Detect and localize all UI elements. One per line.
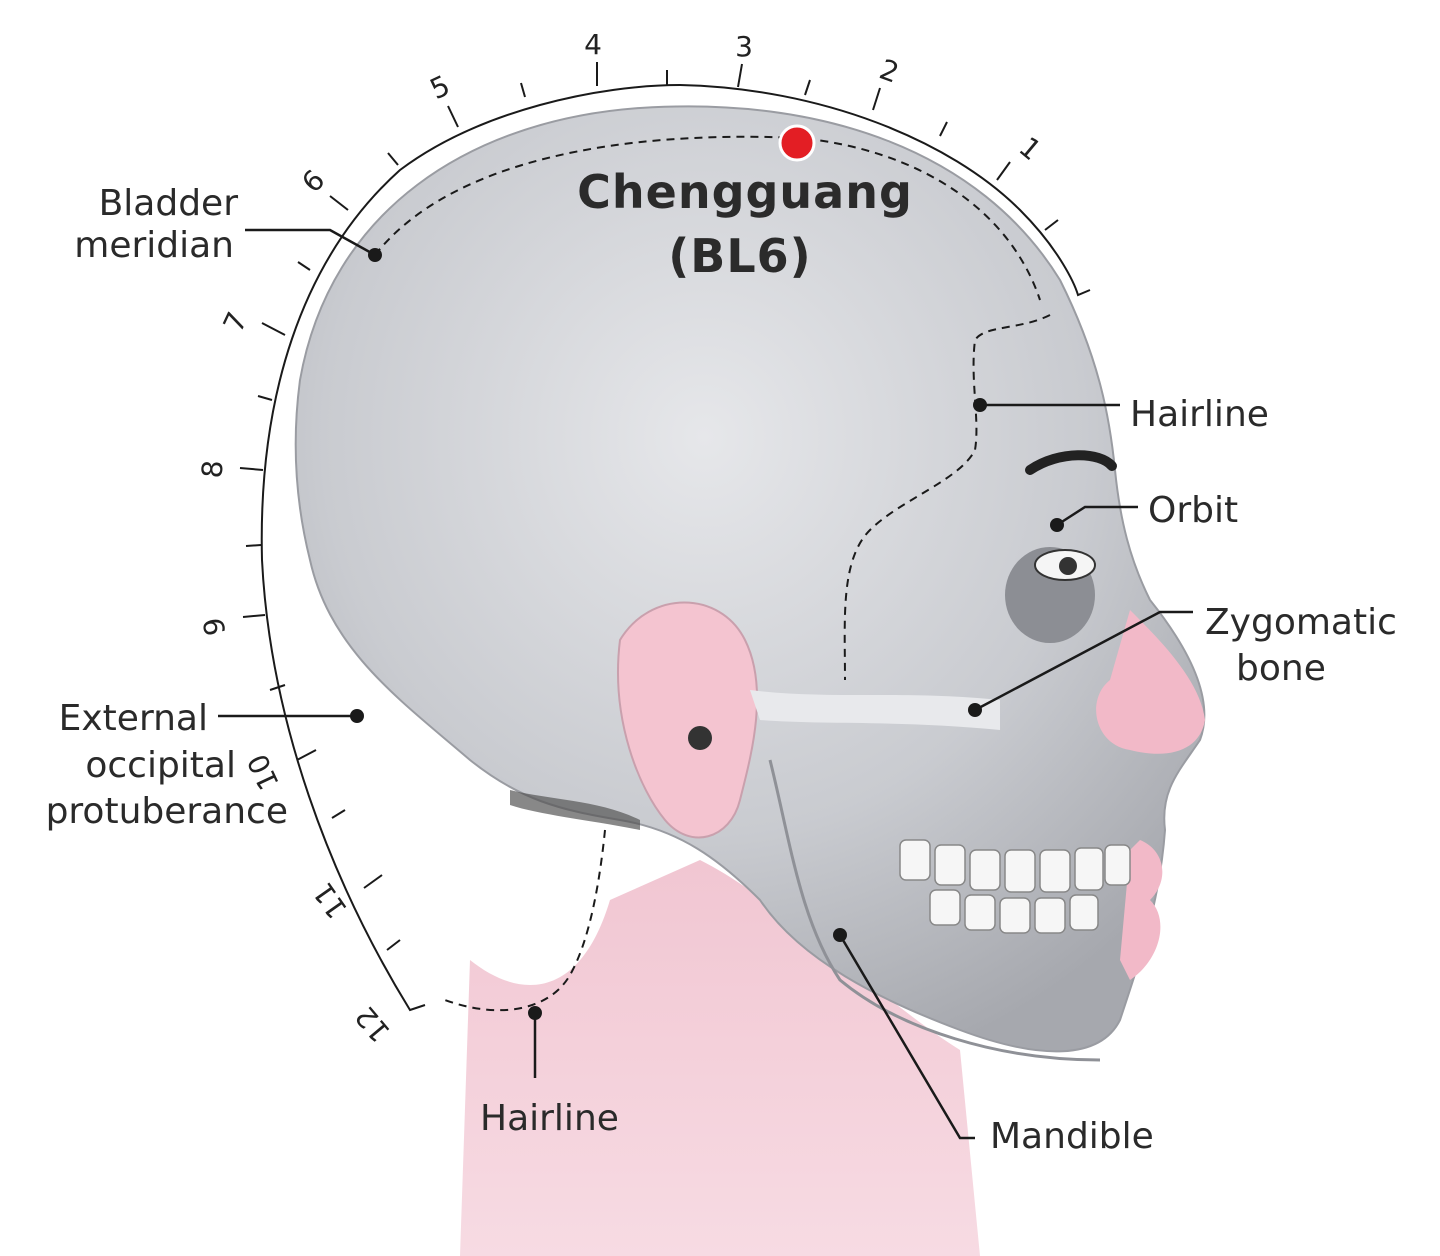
measuring-arc <box>260 83 1091 1012</box>
bladder-meridian-line <box>374 135 1041 301</box>
chengguang-point-marker <box>778 124 816 162</box>
label-zygomatic-2: bone <box>1236 648 1326 689</box>
tick-marks <box>239 62 1059 951</box>
tick-label-4: 4 <box>584 28 602 61</box>
label-orbit: Orbit <box>1148 490 1238 531</box>
back-hair <box>510 790 640 830</box>
label-mandible: Mandible <box>990 1116 1154 1157</box>
tick-label-6: 6 <box>295 163 331 199</box>
nose <box>1096 610 1205 754</box>
leader-bladder-meridian <box>245 228 376 257</box>
label-hairline-front: Hairline <box>1130 394 1269 435</box>
tick-label-7: 7 <box>217 307 254 337</box>
zygomatic-arch <box>750 690 1000 730</box>
tick-label-2: 2 <box>875 53 903 90</box>
eyebrow <box>1025 450 1117 475</box>
ear-canal <box>688 726 712 750</box>
tick-label-3: 3 <box>735 30 753 63</box>
iris <box>1059 557 1077 575</box>
tick-label-9: 9 <box>197 615 233 638</box>
leader-mandible <box>838 934 975 1140</box>
tick-label-11: 11 <box>306 876 353 924</box>
dot-mandible <box>833 928 847 942</box>
front-hairline-line <box>843 314 1051 681</box>
point-code: (BL6) <box>668 229 811 283</box>
back-hairline-line <box>444 829 606 1012</box>
point-name: Chengguang <box>577 165 913 219</box>
leader-orbit <box>1056 505 1138 527</box>
tick-label-5: 5 <box>425 69 455 106</box>
label-eop-3: protuberance <box>46 791 288 832</box>
dot-eop <box>350 709 364 723</box>
dot-hairline-back <box>528 1006 542 1020</box>
dot-hairline-front <box>973 398 987 412</box>
teeth <box>899 839 1131 934</box>
leader-zygomatic <box>974 610 1193 712</box>
tick-label-1: 1 <box>1013 130 1048 167</box>
neck <box>460 860 980 1256</box>
label-eop-1: External <box>59 698 208 739</box>
ear <box>617 601 759 839</box>
tick-label-10: 10 <box>241 749 286 795</box>
label-bladder-2: meridian <box>74 225 234 266</box>
tick-label-12: 12 <box>349 1000 397 1049</box>
dot-orbit <box>1050 518 1064 532</box>
label-zygomatic-1: Zygomatic <box>1205 602 1397 643</box>
label-hairline-back: Hairline <box>480 1098 619 1139</box>
mandible-outline <box>768 759 1101 1062</box>
dot-zygomatic <box>968 703 982 717</box>
tick-label-8: 8 <box>195 459 229 480</box>
label-bladder-1: Bladder <box>99 183 239 224</box>
dot-bladder-meridian <box>368 248 382 262</box>
label-eop-2: occipital <box>85 745 236 786</box>
